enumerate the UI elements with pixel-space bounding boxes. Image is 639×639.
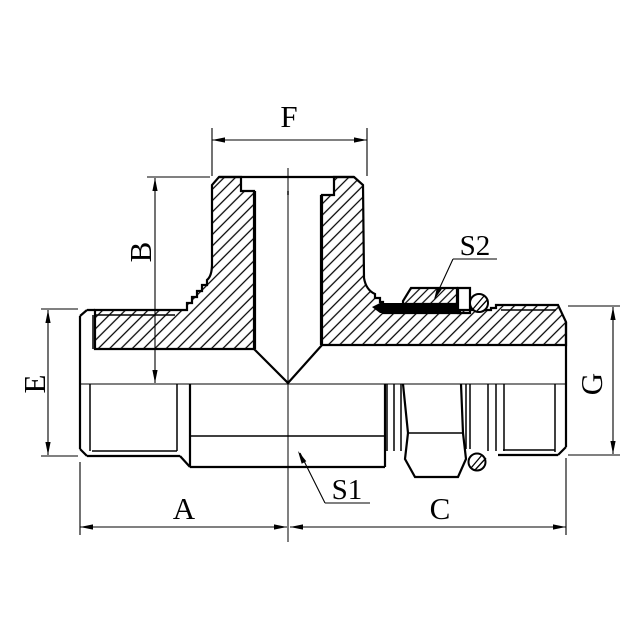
adjustable-thread [386,384,402,451]
callout-S1: S1 [298,451,370,506]
dim-label-g: G [574,373,609,395]
o-ring-bottom [467,452,487,472]
section-left-wall [93,175,256,351]
dimension-F: F [211,99,368,176]
dim-label-e: E [17,375,52,394]
dimension-C: C [290,458,567,535]
dim-label-c: C [430,491,451,526]
dimension-E: E [17,308,78,457]
callout-S2: S2 [434,230,497,300]
dim-label-f: F [280,99,297,134]
left-stub [78,308,191,468]
washer [456,286,472,315]
seal-band [372,303,458,313]
o-ring-top [469,293,489,313]
dim-label-b: B [123,242,158,263]
callout-label-s1: S1 [332,474,363,506]
dimension-A: A [79,462,287,535]
dimension-B: B [123,176,210,383]
dimension-G: G [568,305,620,456]
dim-label-a: A [173,491,196,526]
locknut [401,286,468,479]
centerlines [80,168,567,542]
section-right-wall [320,175,568,347]
callout-label-s2: S2 [460,230,491,262]
